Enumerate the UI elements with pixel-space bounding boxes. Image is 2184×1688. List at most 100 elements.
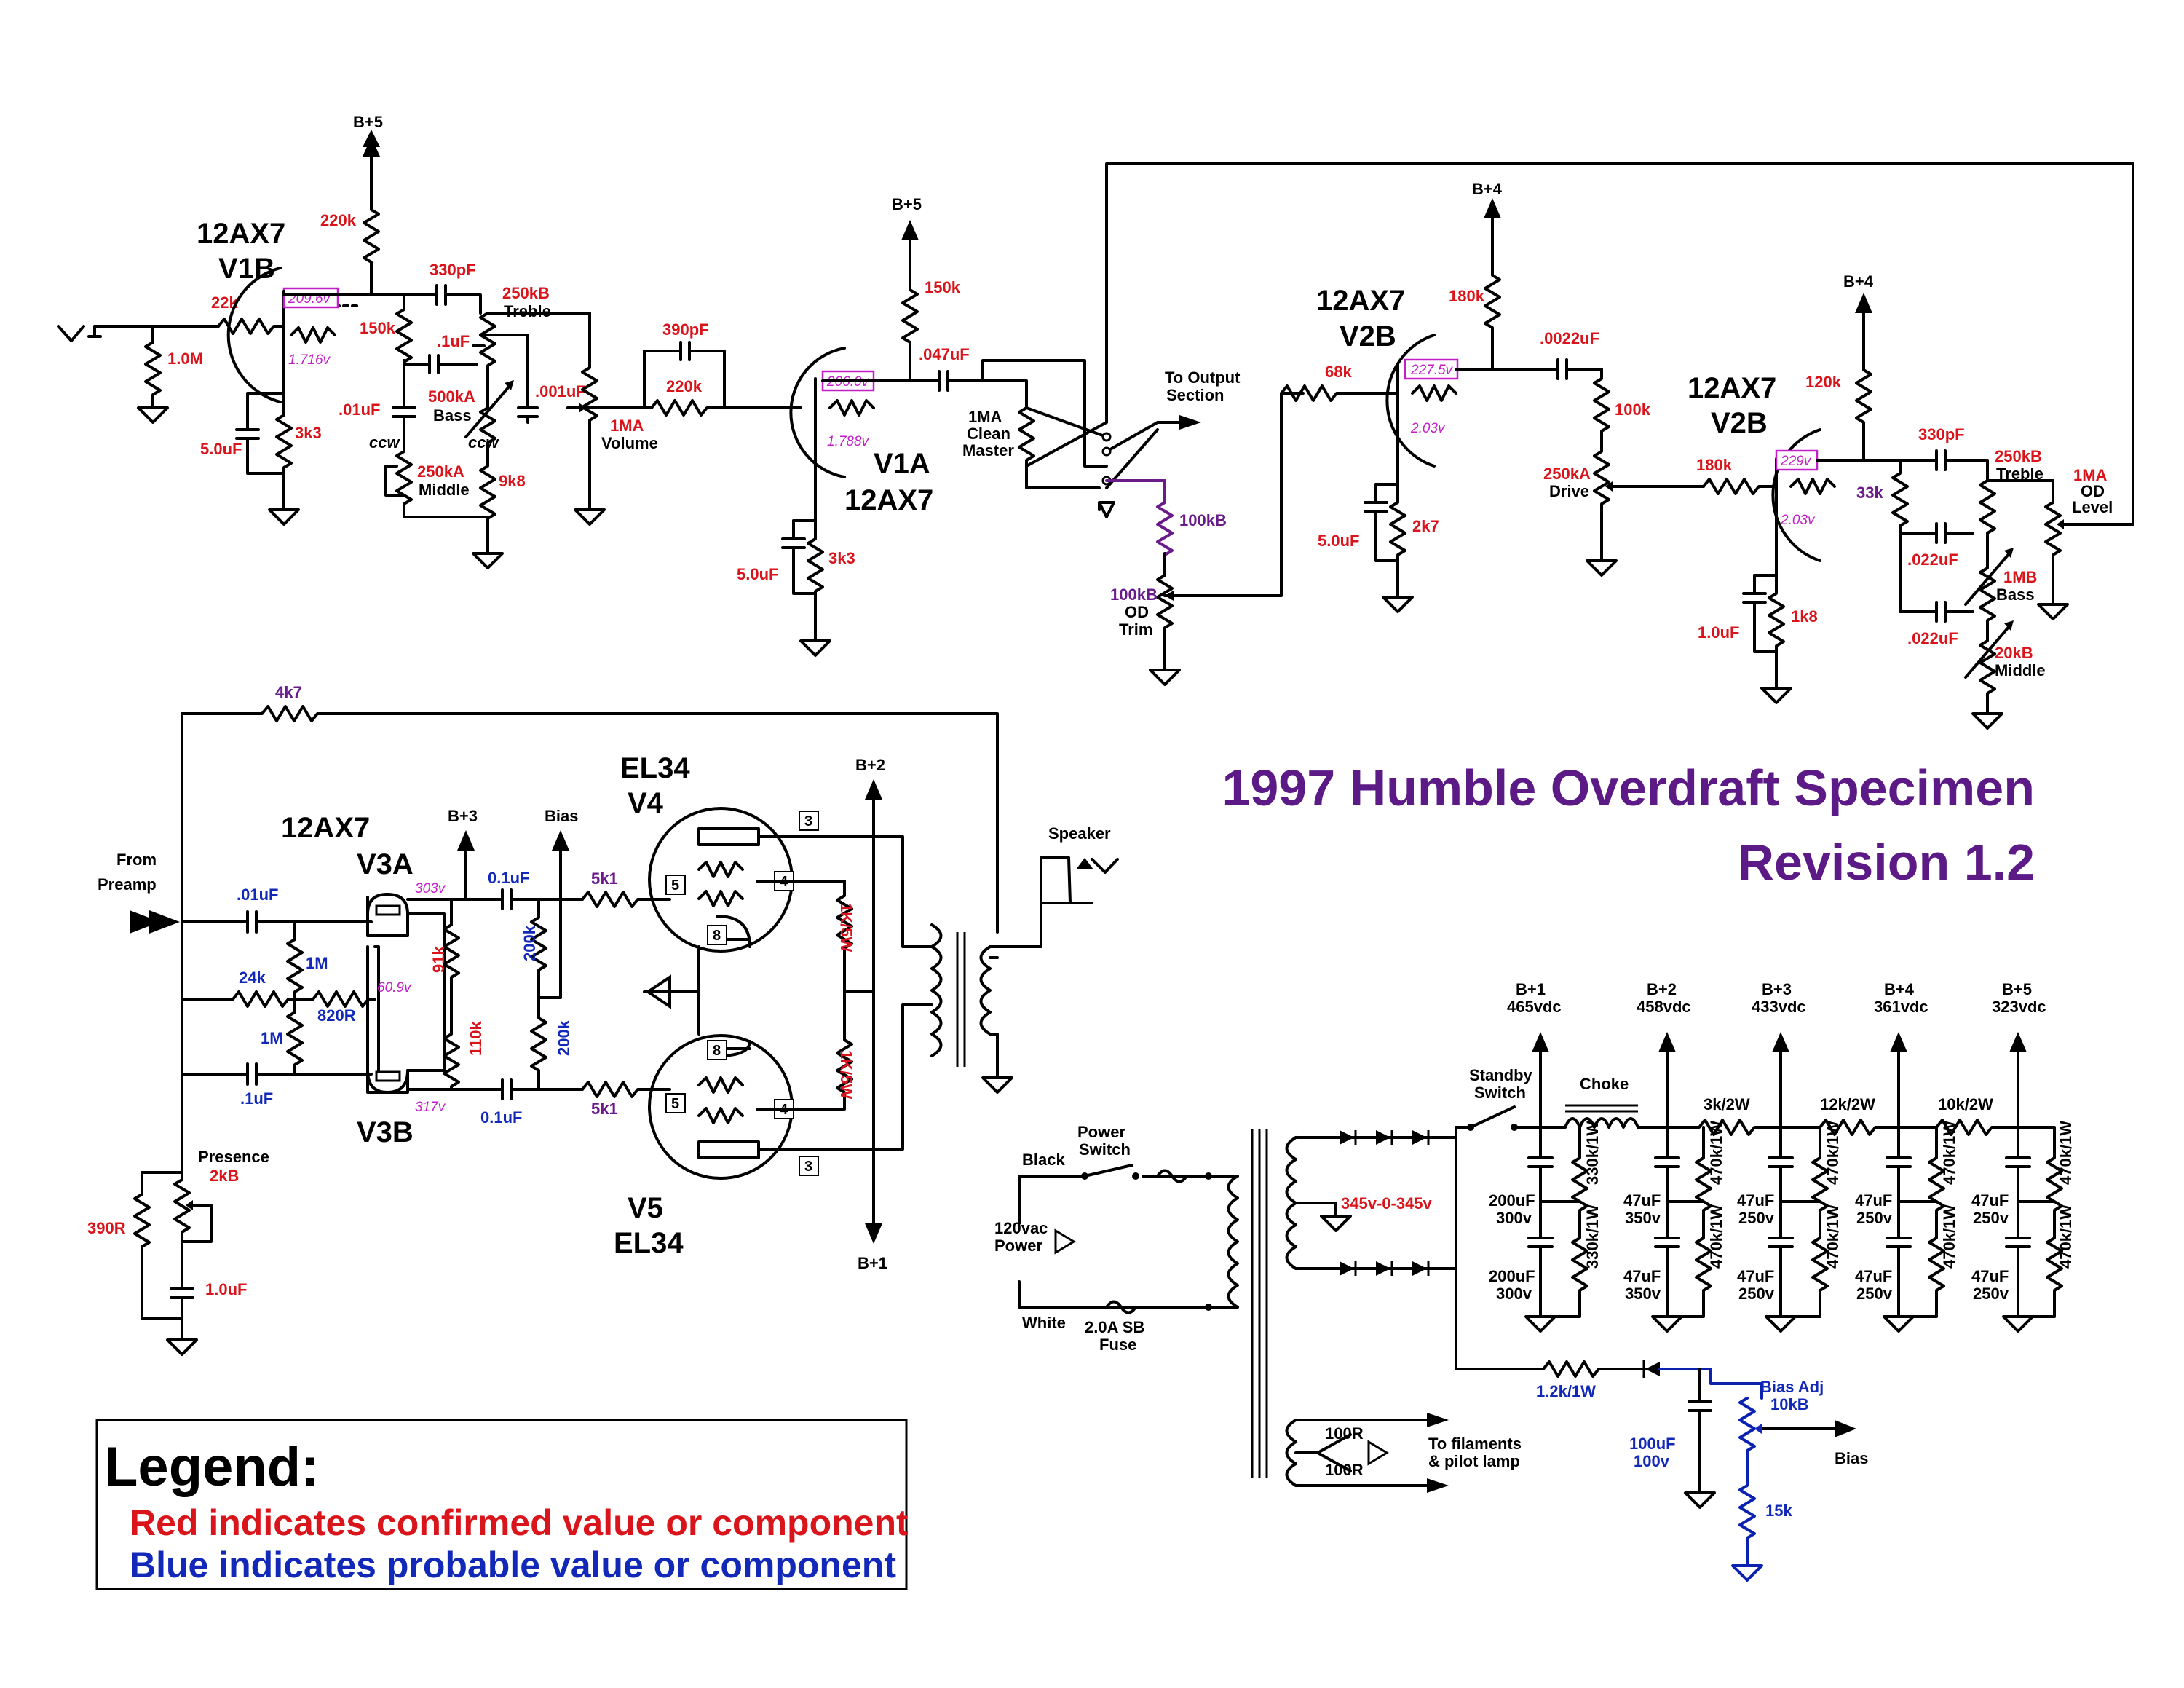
v4-pin-5: 5 <box>671 877 679 894</box>
r-820r-label: 820R <box>317 1006 356 1025</box>
middle-2-pot-label: Middle <box>1995 661 2046 679</box>
from-preamp-label-1: From <box>116 851 157 869</box>
r-470k-1-label: 470k/1W <box>1707 1121 1725 1185</box>
v1a-tube-envelope <box>789 347 846 478</box>
choke-coil <box>1564 1117 1639 1129</box>
v4-type-label: EL34 <box>620 752 690 784</box>
od-level-pot-label-1: OD <box>2081 482 2105 500</box>
r-470k-6-label: 470k/1W <box>1940 1204 1958 1269</box>
c-047uf-label: .047uF <box>919 345 970 363</box>
v5-name-label: V5 <box>628 1192 663 1224</box>
c-200uf-a-voltage: 300v <box>1496 1209 1532 1227</box>
r-470k-5-label: 470k/1W <box>1940 1121 1958 1185</box>
r-220k-b-label: 220k <box>666 377 703 395</box>
v1b-tube-envelope <box>226 267 282 403</box>
c-5uf-label: 5.0uF <box>200 440 242 458</box>
volume-pot-value: 1MA <box>610 417 644 435</box>
r-100k-label: 100k <box>1615 401 1651 419</box>
to-output-label-2: Section <box>1166 386 1224 404</box>
r-3k-label: 3k/2W <box>1704 1095 1750 1113</box>
r-3k3-label: 3k3 <box>295 424 322 442</box>
v2b-1-type-label: 12AX7 <box>1316 285 1405 317</box>
r-180k-b-label: 180k <box>1696 456 1733 474</box>
v4-pin-8: 8 <box>713 928 721 944</box>
r-470k-2-label: 470k/1W <box>1707 1204 1725 1269</box>
ac-input-label-2: Power <box>994 1237 1042 1255</box>
r-470k-7-label: 470k/1W <box>2057 1121 2075 1185</box>
v3b-name-label: V3B <box>357 1116 414 1148</box>
v4-pin-3: 3 <box>804 813 812 829</box>
r-470k-3-label: 470k/1W <box>1824 1121 1842 1185</box>
v2b-stage-1: 68k 227.5v 2.03v 12AX7 V2B B+4 180k 5.0u… <box>1280 180 1705 613</box>
ps-b3-label: B+3 <box>1762 980 1792 998</box>
c-1uf-pa-label: .1uF <box>240 1089 273 1108</box>
r-12k-label: 12k/2W <box>1820 1095 1875 1113</box>
ps-b2-voltage: 458vdc <box>1637 998 1691 1016</box>
r-150k-label: 150k <box>360 319 396 337</box>
ps-b5-label: B+5 <box>2002 980 2032 998</box>
c-47uf-3-label: 47uF <box>1737 1191 1774 1210</box>
r-5k1-a-label: 5k1 <box>591 869 618 888</box>
v1b-type-label: 12AX7 <box>197 218 285 250</box>
v2b-2-cathode-voltage: 2.03v <box>1780 513 1816 528</box>
r-5k1-b-label: 5k1 <box>591 1100 618 1118</box>
c-47uf-3-voltage: 250v <box>1738 1209 1775 1227</box>
r-2k7-label: 2k7 <box>1412 517 1439 535</box>
od-level-pot-value: 1MA <box>2073 466 2108 484</box>
c-200uf-b-label: 200uF <box>1489 1267 1535 1285</box>
standby-label-1: Standby <box>1469 1066 1533 1084</box>
treble-pot-label: Treble <box>504 302 551 320</box>
to-output-label-1: To Output <box>1165 368 1241 387</box>
c-01uf-label: .01uF <box>339 401 380 419</box>
v1a-stage: 390pF 220k 206.0v 1.788v V1A 12AX7 B+5 1… <box>566 162 2134 686</box>
output-transformer-primary <box>930 923 943 1057</box>
r-1m-label: 1.0M <box>167 350 203 368</box>
r-390r-label: 390R <box>87 1219 126 1237</box>
ps-b2-label: B+2 <box>1647 980 1677 998</box>
v5-pin-3: 3 <box>804 1159 812 1175</box>
c-47uf-2-voltage: 350v <box>1625 1285 1661 1303</box>
c-47uf-7-voltage: 250v <box>1973 1209 2009 1227</box>
c-330pf-b-label: 330pF <box>1918 425 1965 443</box>
v2b-2-plate-voltage: 229v <box>1780 454 1812 469</box>
ps-b3-voltage: 433vdc <box>1752 998 1806 1016</box>
fuse-label-1: 2.0A SB <box>1085 1318 1144 1336</box>
c-5uf-c-label: 5.0uF <box>1318 532 1359 550</box>
v2b-2-name-label: V2B <box>1711 407 1768 439</box>
v1b-cathode-voltage: 1.716v <box>288 352 331 368</box>
r-100r-b-label: 100R <box>1325 1461 1364 1479</box>
white-wire-label: White <box>1022 1314 1066 1332</box>
v3-mid-voltage: 60.9v <box>377 980 412 995</box>
od-level-pot-label-2: Level <box>2072 498 2113 516</box>
c-5uf-b-label: 5.0uF <box>737 565 778 583</box>
input-jack-icon <box>57 325 85 342</box>
middle-pot-value: 250kA <box>417 462 464 481</box>
v2b-1-rail-label: B+4 <box>1472 180 1503 198</box>
v5-pin-8: 8 <box>713 1043 721 1059</box>
from-preamp-label-2: Preamp <box>98 875 157 894</box>
clean-master-label-2: Master <box>962 441 1014 460</box>
v1a-rail-label: B+5 <box>892 195 922 213</box>
r-3k3-b-label: 3k3 <box>828 549 855 567</box>
v2b-stage-2: 180k 229v 2.03v 12AX7 V2B B+4 120k 1.0uF… <box>1688 272 2113 730</box>
r-330k-b-label: 330k/1W <box>1583 1204 1602 1269</box>
presence-label: Presence <box>198 1148 269 1166</box>
bass-2-pot-value: 1MB <box>2003 568 2037 586</box>
od-trim-label-2: Trim <box>1119 620 1152 639</box>
choke-label: Choke <box>1580 1075 1629 1093</box>
c-200uf-b-voltage: 300v <box>1496 1285 1532 1303</box>
r-15k-label: 15k <box>1765 1502 1792 1520</box>
r-33k-label: 33k <box>1856 484 1883 502</box>
title-block: 1997 Humble Overdraft Specimen Revision … <box>1222 760 2035 891</box>
power-amp: 4k7 From Preamp .01uF 1M 24k 820R 1M .1u… <box>87 683 1119 1356</box>
middle-2-pot-value: 20kB <box>1995 644 2033 662</box>
v5-type-label: EL34 <box>614 1227 684 1259</box>
power-supply: B+1 465vdc B+2 458vdc B+3 433vdc B+4 361… <box>994 980 2075 1582</box>
v1a-type-label: 12AX7 <box>844 484 933 516</box>
r-470k-4-label: 470k/1W <box>1824 1204 1842 1269</box>
r-220k-label: 220k <box>320 211 357 229</box>
drive-pot-label: Drive <box>1549 482 1589 500</box>
v2b-2-rail-label: B+4 <box>1843 272 1874 291</box>
v3a-name-label: V3A <box>357 848 414 880</box>
